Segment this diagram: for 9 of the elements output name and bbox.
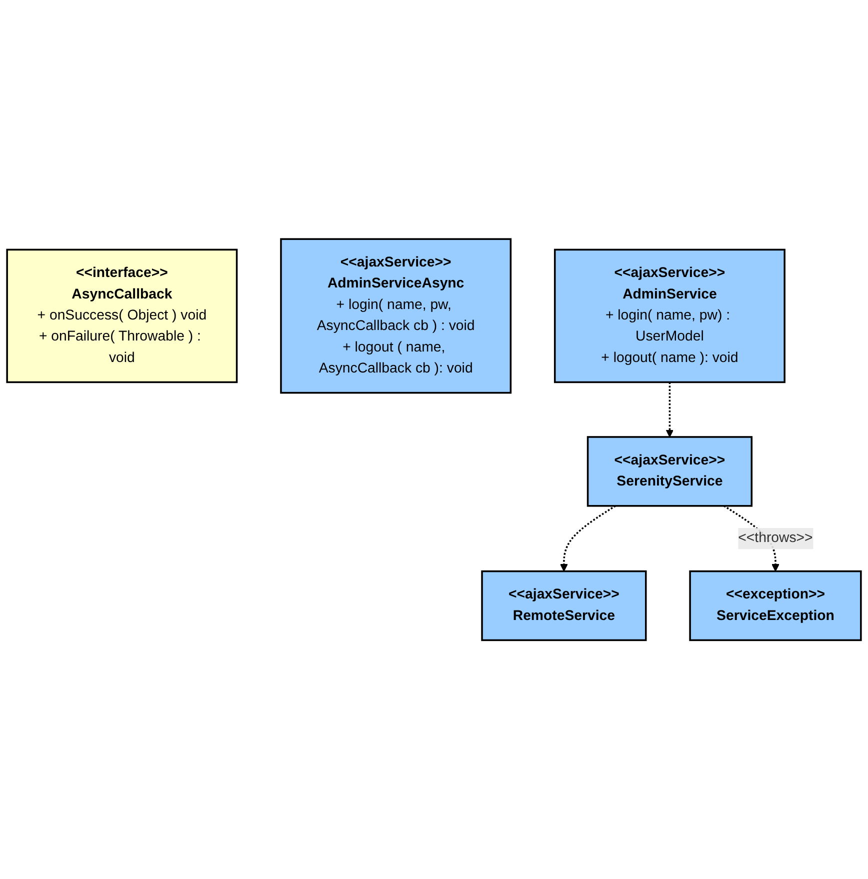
arrow: [560, 505, 616, 572]
node-box: <<ajaxService>> SerenityService: [586, 436, 753, 507]
node-box: <<ajaxService>> AdminServiceAsync + login( name, pw, AsyncCallback cb ) : void + logout ( name, AsyncCallback cb ): void: [280, 238, 512, 394]
arrow: [666, 382, 674, 438]
node-box: <<exception>> ServiceException: [689, 570, 862, 641]
edge-label: <<throws>>: [738, 530, 813, 546]
node-box: <<interface>> AsyncCallback + onSuccess( Object ) void + onFailure( Throwable ) : void: [6, 248, 238, 383]
node-box: <<ajaxService>> RemoteService: [481, 570, 647, 641]
node-box: <<ajaxService>> AdminService + login( name, pw) : UserModel + logout( name ): void: [554, 248, 786, 383]
